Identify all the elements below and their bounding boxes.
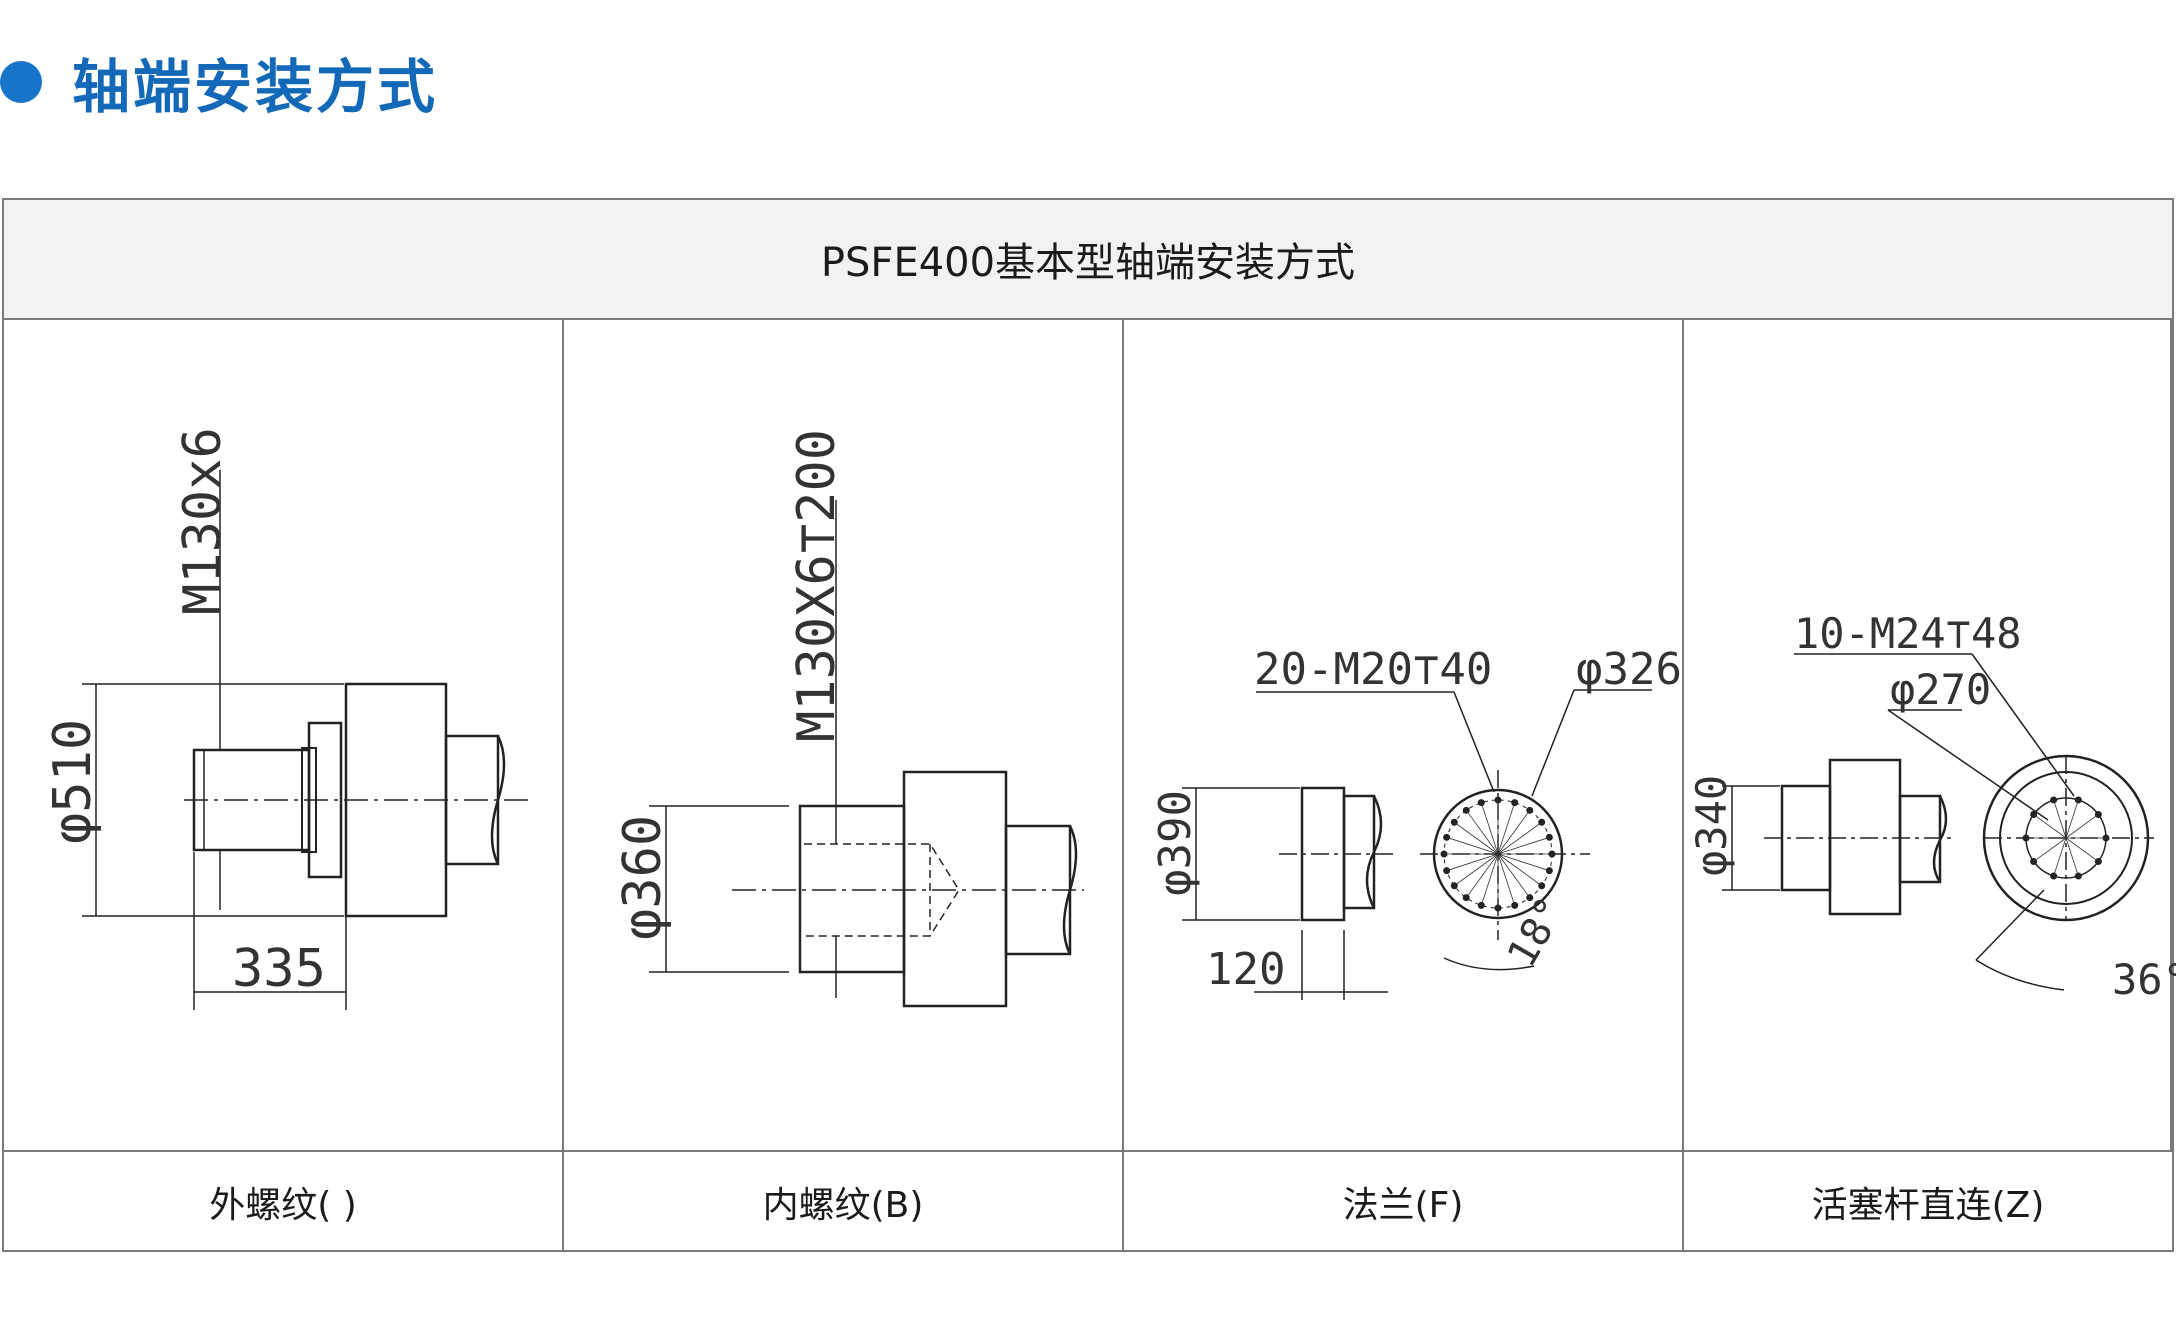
ext-dia-dim: φ510 <box>43 719 103 844</box>
int-dia-dim: φ360 <box>613 815 673 940</box>
int-head-rect <box>798 804 906 974</box>
radial-line <box>1465 810 1499 855</box>
flange-holes-dim: 20-M20⊤40 <box>1254 644 1492 695</box>
drawing-piston-rod: 10-M24⊤48 φ270 φ340 36° <box>1687 609 2176 1004</box>
radial-line <box>1446 836 1499 855</box>
radial-line <box>2065 837 2079 877</box>
radial-line <box>2065 837 2099 862</box>
int-bore-hidden <box>804 843 960 937</box>
piston-holes-dim: 10-M24⊤48 <box>1794 609 2022 658</box>
drawing-external-thread: M130x6 φ510 335 <box>43 427 534 1010</box>
radial-line <box>1454 853 1499 887</box>
label-internal-thread: 内螺纹(B) <box>564 1152 1124 1252</box>
ext-thread-dim: M130x6 <box>173 427 233 615</box>
section-header: 轴端安装方式 <box>0 42 438 122</box>
radial-line <box>2065 814 2099 839</box>
drawing-flange: 20-M20⊤40 φ326 φ390 120 18° <box>1150 644 1682 1000</box>
radial-line <box>1497 836 1550 855</box>
flange-len-dim: 120 <box>1206 944 1285 995</box>
label-external-thread: 外螺纹( ) <box>4 1152 564 1252</box>
radial-line <box>1480 802 1499 855</box>
radial-line <box>1454 821 1499 855</box>
cell-flange <box>1124 320 1684 1150</box>
radial-line <box>1497 821 1542 855</box>
radial-line <box>2033 837 2067 862</box>
radial-line <box>1480 853 1499 906</box>
drawings-svg: M130x6 φ510 335 M130X6⊤200 φ360 <box>43 427 2176 1010</box>
piston-pcd-dim: φ270 <box>1890 665 1991 714</box>
radial-line <box>1497 853 1550 872</box>
ext-thread-rect <box>192 748 311 852</box>
radial-line <box>1497 853 1516 906</box>
radial-line <box>1497 810 1531 855</box>
flange-pcd-dim: φ326 <box>1576 644 1682 695</box>
bullet-dot-icon <box>0 61 42 103</box>
piston-break-line <box>1932 795 1948 883</box>
int-body-rect <box>902 770 1008 1008</box>
flange-rod-rect <box>1342 794 1376 910</box>
radial-line <box>1497 853 1542 887</box>
label-row: 外螺纹( ) 内螺纹(B) 法兰(F) 活塞杆直连(Z) <box>4 1150 2172 1252</box>
radial-line <box>2053 837 2067 877</box>
table-title: PSFE400基本型轴端安装方式 <box>4 200 2172 320</box>
radial-line <box>1497 853 1531 898</box>
drawing-internal-thread: M130X6⊤200 φ360 <box>613 429 1084 1008</box>
ext-len-dim: 335 <box>232 939 326 999</box>
radial-line <box>1465 853 1499 898</box>
cell-external-thread <box>4 320 564 1150</box>
cell-internal-thread <box>564 320 1124 1150</box>
radial-line <box>1446 853 1499 872</box>
radial-line <box>2065 799 2079 839</box>
cell-piston-rod <box>1684 320 2172 1150</box>
piston-body-rect <box>1828 758 1902 916</box>
mounting-table: PSFE400基本型轴端安装方式 外螺纹( ) 内螺纹(B) 法兰(F) 活塞杆… <box>2 198 2176 1252</box>
radial-line <box>2053 799 2067 839</box>
radial-line <box>2033 814 2067 839</box>
int-thread-dim: M130X6⊤200 <box>787 429 847 742</box>
radial-line <box>1497 802 1516 855</box>
flange-break-line <box>1365 795 1383 909</box>
flange-angle-dim: 18° <box>1499 889 1575 975</box>
label-piston-rod: 活塞杆直连(Z) <box>1811 1185 2045 1226</box>
piston-angle-dim: 36° <box>2112 955 2176 1004</box>
piston-dia-dim: φ340 <box>1687 775 1736 876</box>
flange-dia-dim: φ390 <box>1150 790 1201 896</box>
label-flange: 法兰(F) <box>1124 1152 1684 1252</box>
section-title: 轴端安装方式 <box>72 53 439 121</box>
